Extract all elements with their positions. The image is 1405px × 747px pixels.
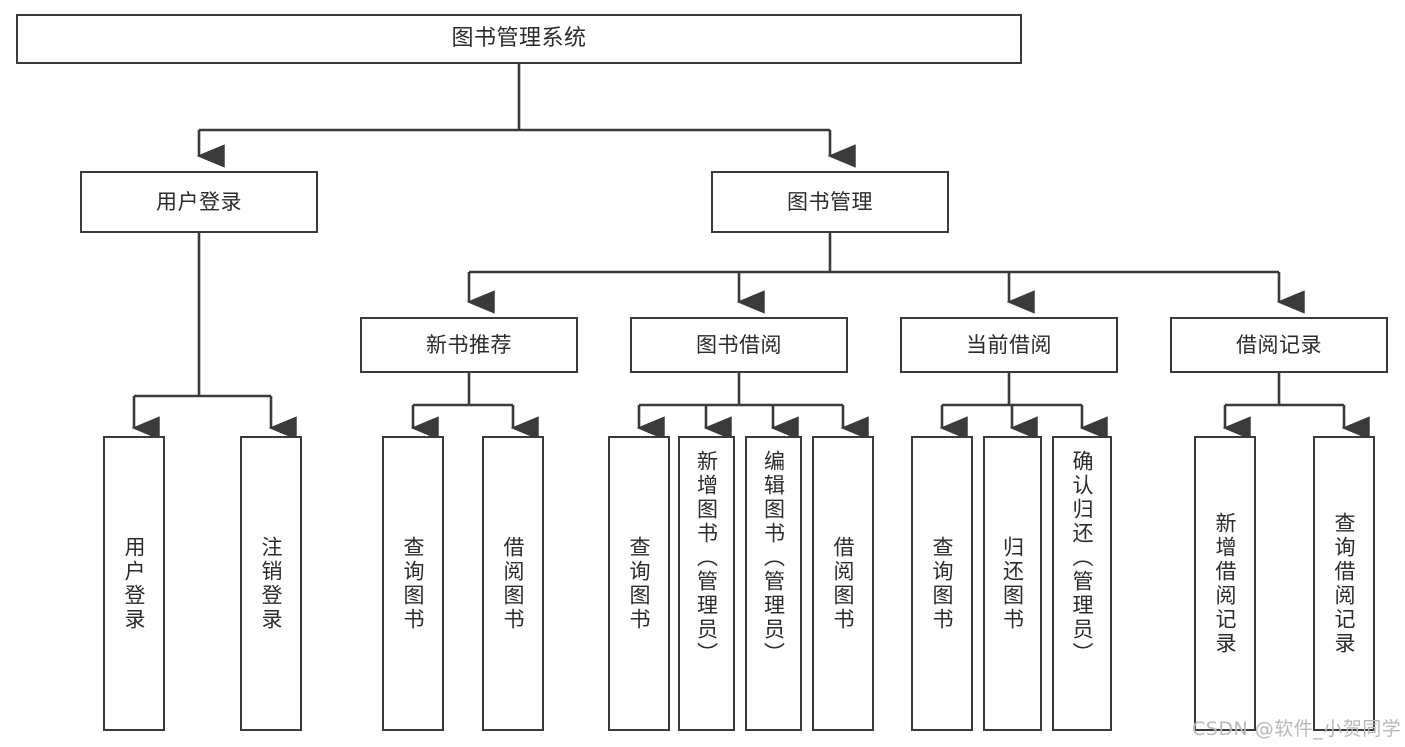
node-book-management[interactable]: 图书管理 — [711, 171, 949, 233]
leaf-recommend-query-book-label: 查询图书 — [401, 535, 426, 632]
node-root-system-label: 图书管理系统 — [451, 26, 587, 52]
leaf-current-query-book[interactable]: 查询图书 — [911, 436, 973, 731]
leaf-record-query-record-label: 查询借阅记录 — [1332, 511, 1357, 656]
node-current-borrow[interactable]: 当前借阅 — [900, 317, 1118, 373]
node-user-login-label: 用户登录 — [156, 189, 242, 214]
leaf-current-confirm-return-label: 确认归还（管理员） — [1070, 450, 1095, 666]
leaf-borrow-borrow-book-label: 借阅图书 — [831, 535, 856, 632]
leaf-record-add-record[interactable]: 新增借阅记录 — [1194, 436, 1256, 731]
leaf-borrow-query-book[interactable]: 查询图书 — [608, 436, 670, 731]
leaf-borrow-add-book-label: 新增图书（管理员） — [694, 450, 719, 666]
leaf-borrow-edit-book-label: 编辑图书（管理员） — [761, 450, 786, 666]
leaf-user-login-logout[interactable]: 注销登录 — [240, 436, 302, 731]
node-borrow-record[interactable]: 借阅记录 — [1170, 317, 1388, 373]
leaf-current-return-book[interactable]: 归还图书 — [983, 436, 1042, 731]
leaf-user-login-login[interactable]: 用户登录 — [103, 436, 165, 731]
leaf-current-return-book-label: 归还图书 — [1000, 535, 1025, 632]
node-new-book-recommend-label: 新书推荐 — [426, 332, 512, 357]
leaf-borrow-query-book-label: 查询图书 — [627, 535, 652, 632]
node-new-book-recommend[interactable]: 新书推荐 — [360, 317, 578, 373]
leaf-current-confirm-return[interactable]: 确认归还（管理员） — [1052, 436, 1112, 731]
leaf-borrow-edit-book[interactable]: 编辑图书（管理员） — [745, 436, 802, 731]
leaf-borrow-add-book[interactable]: 新增图书（管理员） — [678, 436, 735, 731]
leaf-recommend-query-book[interactable]: 查询图书 — [382, 436, 444, 731]
leaf-borrow-borrow-book[interactable]: 借阅图书 — [812, 436, 874, 731]
node-borrow-record-label: 借阅记录 — [1236, 332, 1322, 357]
node-user-login[interactable]: 用户登录 — [80, 171, 318, 233]
leaf-record-add-record-label: 新增借阅记录 — [1213, 511, 1238, 656]
leaf-recommend-borrow-book-label: 借阅图书 — [501, 535, 526, 632]
leaf-user-login-logout-label: 注销登录 — [259, 535, 284, 632]
node-root-system[interactable]: 图书管理系统 — [16, 14, 1022, 64]
leaf-record-query-record[interactable]: 查询借阅记录 — [1313, 436, 1375, 731]
node-book-borrow[interactable]: 图书借阅 — [630, 317, 848, 373]
node-book-management-label: 图书管理 — [787, 189, 873, 214]
node-current-borrow-label: 当前借阅 — [966, 332, 1052, 357]
leaf-user-login-login-label: 用户登录 — [122, 535, 147, 632]
node-book-borrow-label: 图书借阅 — [696, 332, 782, 357]
leaf-recommend-borrow-book[interactable]: 借阅图书 — [482, 436, 544, 731]
leaf-current-query-book-label: 查询图书 — [930, 535, 955, 632]
